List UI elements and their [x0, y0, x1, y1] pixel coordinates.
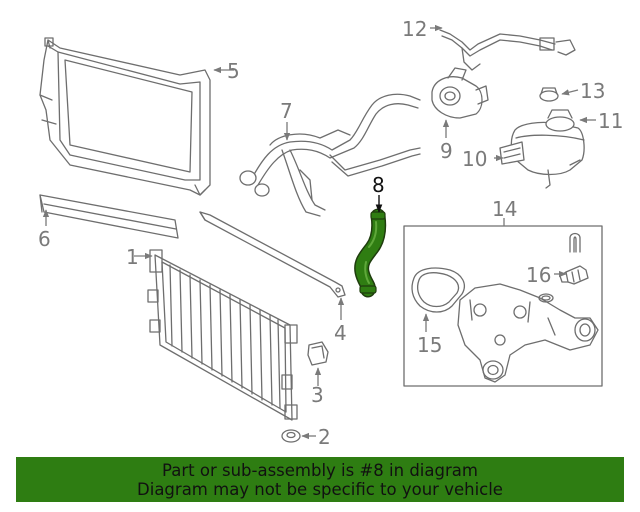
retaining-clip — [569, 232, 581, 253]
banner-line-1: Part or sub-assembly is #8 in diagram — [162, 461, 478, 480]
callout-11: 11 — [598, 109, 623, 133]
part-6-air-deflector — [39, 194, 179, 239]
part-5-radiator-support — [39, 37, 211, 196]
leader-lines — [42, 24, 596, 440]
callout-6: 6 — [38, 227, 51, 251]
callout-16: 16 — [526, 263, 551, 287]
part-3-clip — [307, 341, 329, 366]
part-1-radiator — [147, 249, 298, 421]
callout-15: 15 — [417, 333, 442, 357]
callout-9: 9 — [440, 139, 453, 163]
part-4-bracket — [199, 211, 346, 298]
callout-3: 3 — [311, 383, 324, 407]
thermostat-housing — [457, 283, 599, 383]
callout-labels: 5 6 1 4 3 2 7 8 9 10 11 12 13 14 15 16 — [38, 17, 623, 449]
part-7-hose-assembly — [239, 93, 421, 217]
parts-diagram: 5 6 1 4 3 2 7 8 9 10 11 12 13 14 15 16 — [38, 17, 623, 449]
info-banner: Part or sub-assembly is #8 in diagram Di… — [16, 457, 624, 502]
callout-4: 4 — [334, 321, 347, 345]
callout-10: 10 — [462, 147, 487, 171]
callout-7: 7 — [280, 99, 293, 123]
o-ring — [538, 293, 554, 303]
part-13-cap — [539, 87, 559, 102]
part-14-box — [403, 225, 603, 387]
part-9-pump — [431, 67, 489, 119]
callout-5: 5 — [227, 59, 240, 83]
part-2-grommet — [281, 429, 301, 443]
part-11-reservoir — [510, 109, 585, 189]
banner-line-2: Diagram may not be specific to your vehi… — [137, 480, 503, 499]
part-10-bracket — [499, 141, 525, 165]
callout-14: 14 — [492, 197, 517, 221]
part-8-hose-highlighted — [354, 208, 387, 298]
callout-2: 2 — [318, 425, 331, 449]
callout-8: 8 — [372, 173, 385, 197]
part-16-sensor — [559, 265, 589, 285]
callout-13: 13 — [580, 79, 605, 103]
part-15-gasket — [411, 267, 465, 313]
part-12-hose — [439, 29, 576, 71]
callout-12: 12 — [402, 17, 427, 41]
callout-1: 1 — [126, 245, 139, 269]
